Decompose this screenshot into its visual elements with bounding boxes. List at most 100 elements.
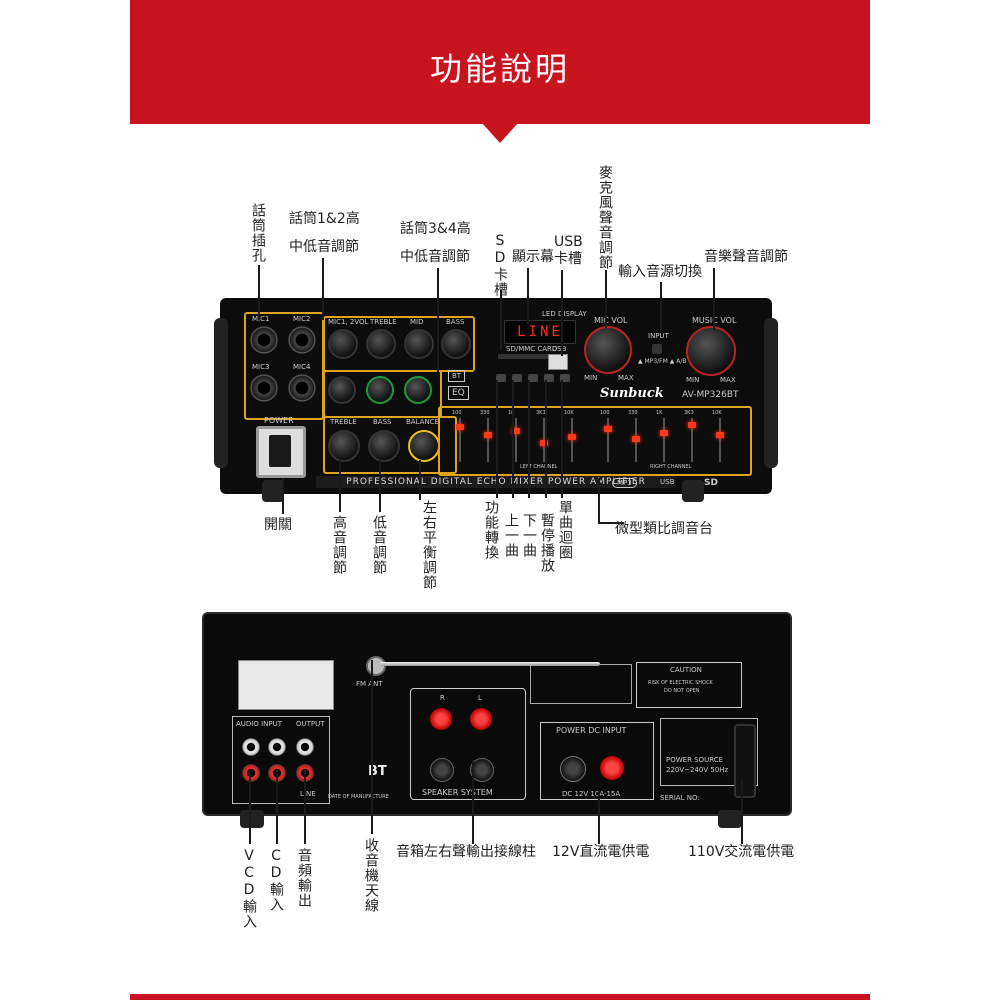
ac-power-cord[interactable] <box>734 724 756 798</box>
eq-slider-track <box>571 418 573 462</box>
line-dc <box>598 790 600 844</box>
function-button[interactable] <box>496 374 506 382</box>
mic3-jack[interactable] <box>250 374 278 402</box>
speaker-r-plus-post[interactable] <box>430 708 452 730</box>
callout-vcd: VCD輸入 <box>241 848 257 929</box>
dc-minus-post[interactable] <box>560 756 586 782</box>
amplifier-front-panel: MIC1 MIC2 MIC3 MIC4 POWER MIC1, 2VOL TRE… <box>214 298 778 494</box>
eq-badge: EQ <box>448 386 469 400</box>
right-channel-label: RIGHT CHANNEL <box>650 464 692 470</box>
mic1-jack[interactable] <box>250 326 278 354</box>
eq-freq-label: 100 <box>452 410 462 416</box>
speaker-r-minus-post[interactable] <box>430 758 454 782</box>
fm-antenna-jack[interactable] <box>366 656 386 676</box>
mic12-bass-knob[interactable] <box>441 329 471 359</box>
repeat-button[interactable] <box>560 374 570 382</box>
led-display: LINE <box>504 320 576 344</box>
eq-slider-knob[interactable] <box>632 436 640 442</box>
output-label: OUTPUT <box>296 720 325 728</box>
callout-sd-slot: SD卡槽 <box>492 233 508 297</box>
eq-slider-knob[interactable] <box>604 426 612 432</box>
treble-knob[interactable] <box>328 430 360 462</box>
line-music-vol <box>713 268 715 330</box>
vcd-jack-white[interactable] <box>242 738 260 756</box>
knob-row1-label-3: BASS <box>446 318 465 326</box>
dc-spec-label: DC 12V 10A-15A <box>562 790 621 798</box>
date-label: DATE OF MANUFACTURE <box>328 794 389 800</box>
speaker-l-minus-post[interactable] <box>470 758 494 782</box>
sd-card-slot[interactable] <box>498 354 560 359</box>
callout-speaker: 音箱左右聲輸出接線柱 <box>396 844 536 860</box>
mic4-jack[interactable] <box>288 374 316 402</box>
callout-mic34-line1: 話筒3&4高 <box>400 221 471 237</box>
front-foot-right <box>682 480 704 502</box>
speaker-l-plus-post[interactable] <box>470 708 492 730</box>
mic2-jack[interactable] <box>288 326 316 354</box>
mic34-bass-knob[interactable] <box>404 376 432 404</box>
sd-card-label: SD/MMC CARD <box>506 345 558 353</box>
ac-power-box <box>660 718 758 786</box>
callout-antenna: 收音機天線 <box>363 838 379 913</box>
line-display <box>527 268 529 324</box>
eq-slider-knob[interactable] <box>568 434 576 440</box>
mic1-label: MIC1 <box>252 315 270 323</box>
eq-slider-knob[interactable] <box>688 422 696 428</box>
tone-knob-section <box>323 416 457 474</box>
music-vol-knob[interactable] <box>686 326 736 376</box>
bass-knob[interactable] <box>368 430 400 462</box>
eq-slider-knob[interactable] <box>540 440 548 446</box>
dc-input-box <box>540 722 654 800</box>
dc-plus-post[interactable] <box>600 756 624 780</box>
eq-freq-label: 330 <box>628 410 638 416</box>
mic12-vol-knob[interactable] <box>328 329 358 359</box>
knob-row3-label-1: BASS <box>373 418 392 426</box>
front-foot-left <box>262 480 284 502</box>
mic-vol-knob[interactable] <box>584 326 632 374</box>
line-prev <box>512 380 514 498</box>
bt-badge: BT <box>448 370 466 382</box>
eq-freq-label: 3K3 <box>684 410 694 416</box>
callout-usb-line2: 卡槽 <box>554 251 582 267</box>
pause-button[interactable] <box>544 374 554 382</box>
input-button[interactable] <box>652 344 662 354</box>
eq-slider-knob[interactable] <box>484 432 492 438</box>
mic34-treble-knob[interactable] <box>366 376 394 404</box>
eq-slider-knob[interactable] <box>456 424 464 430</box>
balance-knob[interactable] <box>408 430 440 462</box>
led-display-text: LINE <box>517 324 563 340</box>
callout-dc: 12V直流電供電 <box>552 844 650 860</box>
next-button[interactable] <box>528 374 538 382</box>
cd-jack-white[interactable] <box>268 738 286 756</box>
line-vcd <box>249 770 251 844</box>
eq-slider-track <box>663 418 665 462</box>
eq-freq-label: 1K <box>656 410 663 416</box>
footer-line <box>130 994 870 1000</box>
model-name: AV-MP326BT <box>682 390 739 400</box>
mic12-mid-knob[interactable] <box>404 329 434 359</box>
out-jack-white[interactable] <box>296 738 314 756</box>
line-mic12 <box>322 258 324 320</box>
mic-vol-min: MIN <box>584 374 598 382</box>
power-switch[interactable] <box>256 426 306 478</box>
callout-bass: 低音調節 <box>371 515 387 575</box>
callout-input-switch: 輸入音源切換 <box>618 264 702 280</box>
music-vol-min: MIN <box>686 376 700 384</box>
line-treble <box>339 460 341 512</box>
prev-button[interactable] <box>512 374 522 382</box>
callout-repeat: 單曲迴圈 <box>557 500 573 560</box>
line-balance <box>419 460 421 500</box>
line-eq-v <box>598 478 600 524</box>
mic12-treble-knob[interactable] <box>366 329 396 359</box>
callout-mic12-line1: 話筒1&2高 <box>289 211 360 227</box>
usb-slot[interactable] <box>548 354 568 370</box>
eq-freq-label: 10K <box>712 410 722 416</box>
eq-slider-knob[interactable] <box>660 430 668 436</box>
eq-slider-knob[interactable] <box>716 432 724 438</box>
mic34-vol-knob[interactable] <box>328 376 356 404</box>
callout-display: 顯示幕 <box>512 249 554 265</box>
power-spec-label: 220V~240V 50Hz <box>666 766 729 774</box>
vcd-jack-red[interactable] <box>242 764 260 782</box>
eq-slider-knob[interactable] <box>512 428 520 434</box>
callout-ac: 110V交流電供電 <box>688 844 795 860</box>
callout-eq: 微型類比調音台 <box>615 521 713 537</box>
